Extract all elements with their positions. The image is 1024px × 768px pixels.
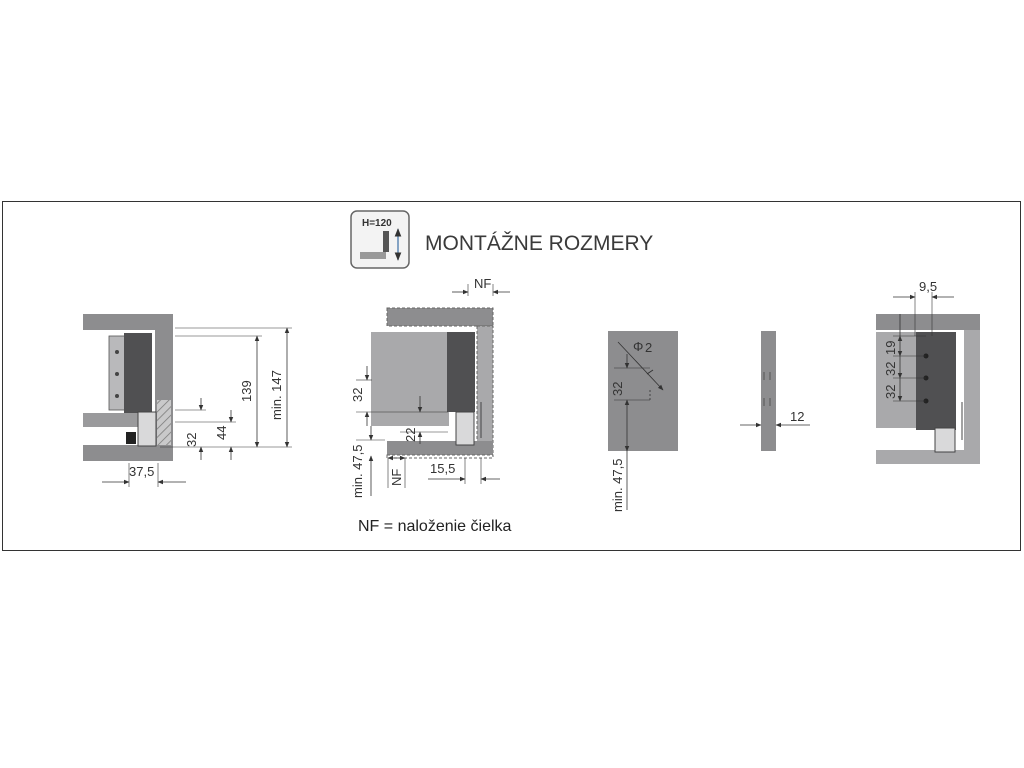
dim-9-5: 9,5 — [919, 279, 937, 294]
nf-note: NF = naloženie čielka — [358, 518, 512, 535]
view-3-front-drilling: Φ 2 32 min. 47,5 — [608, 331, 678, 512]
dim-12: 12 — [790, 409, 804, 424]
runner-profile — [455, 411, 475, 446]
dim-44: 44 — [214, 426, 229, 440]
dim-phi-value: 2 — [645, 340, 652, 355]
drawer-side — [447, 332, 475, 412]
dim-32: 32 — [610, 382, 625, 396]
dim-32: 32 — [350, 388, 365, 402]
dim-37-5: 37,5 — [129, 464, 154, 479]
dim-min-47-5: min. 47,5 — [350, 445, 365, 498]
dim-32-upper: 32 — [883, 362, 898, 376]
side-panel — [476, 325, 494, 455]
top-panel — [876, 314, 980, 330]
view-1-side-section: 37,5 32 44 139 min. 147 — [83, 314, 292, 487]
top-panel — [386, 307, 494, 327]
height-badge-icon — [350, 210, 410, 269]
bottom-panel — [876, 450, 980, 464]
dim-15-5: 15,5 — [430, 461, 455, 476]
front-panel — [608, 331, 678, 451]
dim-22: 22 — [403, 428, 418, 442]
badge-label: H=120 — [362, 218, 392, 229]
hatched-rail — [157, 400, 171, 445]
dim-nf-top: NF — [474, 276, 491, 291]
front-edge — [761, 331, 776, 451]
dim-nf-bottom: NF — [389, 469, 404, 486]
drawer-side — [916, 332, 956, 430]
view-4-front-side: 12 — [740, 331, 810, 451]
bottom-panel — [387, 441, 493, 455]
header: H=120 MONTÁŽNE ROZMERY — [350, 210, 653, 269]
dim-32-lower: 32 — [883, 385, 898, 399]
drawer-front — [371, 332, 449, 426]
runner-profile — [137, 411, 157, 447]
dim-139: 139 — [239, 380, 254, 402]
dim-phi: Φ — [633, 339, 643, 354]
runner-profile — [934, 427, 956, 453]
drawer-side — [124, 333, 152, 413]
page-title: MONTÁŽNE ROZMERY — [425, 232, 653, 255]
drawer-back — [876, 332, 916, 428]
dim-19: 19 — [883, 341, 898, 355]
top-panel — [83, 314, 173, 330]
dim-min-47-5: min. 47,5 — [610, 459, 625, 512]
bottom-panel — [83, 445, 173, 461]
side-panel — [964, 330, 980, 451]
dim-min-147: min. 147 — [269, 370, 284, 420]
view-2-front-section: NF 32 22 min. 47,5 NF 15,5 — [350, 276, 510, 498]
view-5-rear-section: 9,5 19 32 32 — [876, 279, 980, 464]
dim-32: 32 — [184, 433, 199, 447]
drawer-bottom — [83, 413, 139, 427]
